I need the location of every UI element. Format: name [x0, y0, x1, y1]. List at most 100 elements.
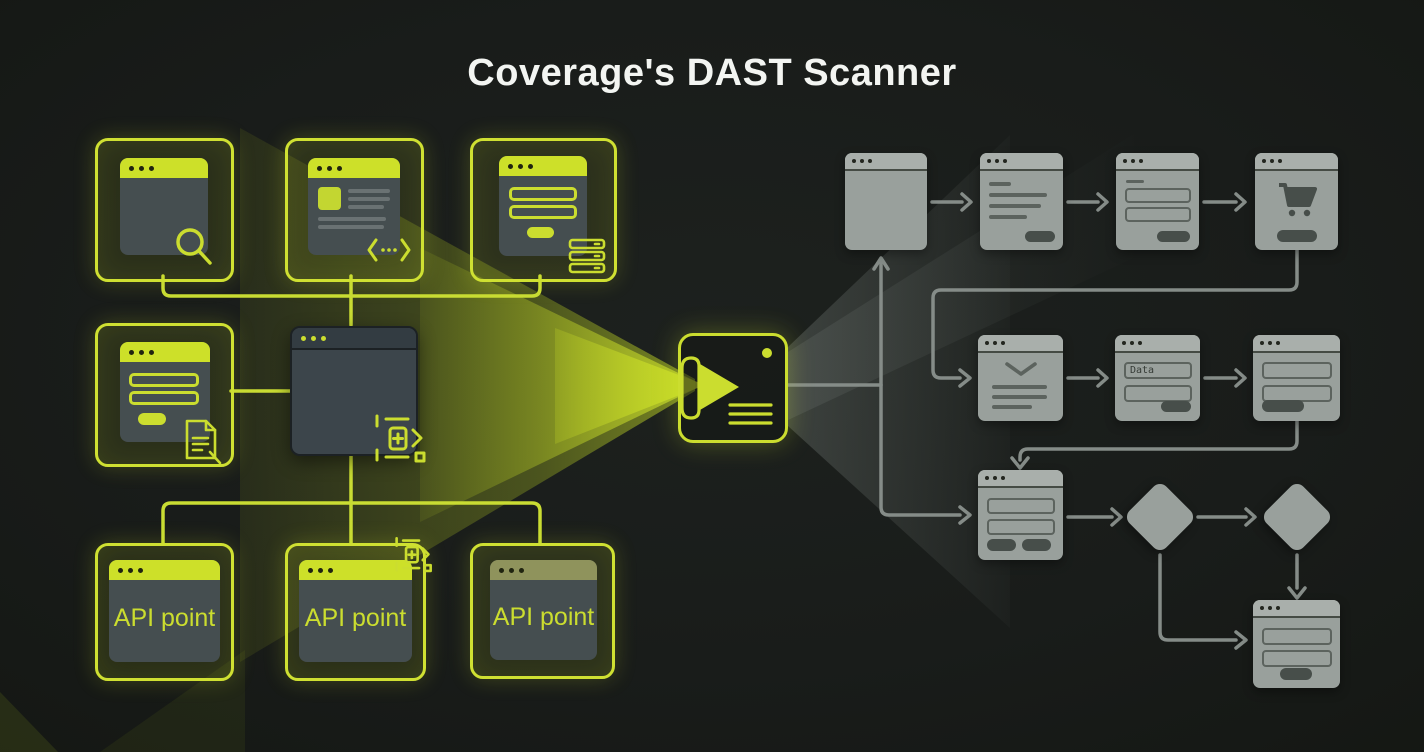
api-endpoint-2: API point — [299, 560, 412, 662]
browser-form-document-card — [95, 323, 234, 467]
dast-scanner-device — [678, 333, 788, 443]
chevron-down-icon — [1005, 362, 1037, 376]
browser-content-window — [308, 158, 411, 262]
page-form-3 — [978, 470, 1063, 560]
window-body — [1253, 618, 1340, 688]
window-body — [1253, 353, 1340, 421]
page-content — [980, 153, 1063, 250]
code-chevrons-icon — [367, 238, 411, 262]
page-form-2 — [1253, 335, 1340, 421]
page-button — [1161, 401, 1191, 412]
page-button — [987, 539, 1016, 551]
code-extract-icon — [395, 537, 432, 573]
api-endpoint-1: API point — [109, 560, 220, 662]
code-extract-icon — [375, 414, 426, 463]
form-input — [987, 519, 1055, 535]
page-cart — [1255, 153, 1338, 250]
scanner-vent-lines — [728, 403, 773, 425]
window-body — [1255, 171, 1338, 250]
window-body: API point — [109, 580, 220, 662]
form-input — [129, 391, 199, 405]
window-body — [845, 171, 927, 250]
browser-search-card — [95, 138, 234, 282]
form-button — [138, 413, 166, 425]
api-endpoint-label: API point — [492, 603, 595, 632]
window-titlebar — [1116, 153, 1199, 171]
window-body: Data — [1115, 353, 1200, 421]
form-input — [987, 498, 1055, 514]
form-input — [1262, 650, 1332, 667]
page-confirm — [978, 335, 1063, 421]
document-scan-icon — [185, 419, 222, 465]
api-endpoint-3: API point — [490, 560, 597, 660]
crawler-window — [290, 326, 426, 463]
form-input — [509, 187, 577, 201]
browser-search-window — [120, 158, 212, 265]
window-body — [120, 362, 222, 465]
window-body: API point — [490, 580, 597, 660]
window-body — [978, 488, 1063, 560]
page-title: Coverage's DAST Scanner — [467, 52, 957, 94]
window-body — [308, 178, 411, 262]
scanner-graphics — [680, 348, 773, 425]
window-titlebar — [1253, 335, 1340, 353]
yellow-scan-beam — [0, 128, 700, 752]
page-button — [1280, 668, 1312, 680]
data-input-field: Data — [1124, 362, 1192, 379]
data-input-value: Data — [1130, 365, 1155, 376]
page-button — [1025, 231, 1055, 242]
window-titlebar — [1255, 153, 1338, 171]
window-body — [980, 171, 1063, 250]
window-titlebar — [490, 560, 597, 580]
window-body — [978, 353, 1063, 421]
window-titlebar — [978, 470, 1063, 488]
window-body — [1116, 171, 1199, 250]
api-endpoint-1-card: API point — [95, 543, 234, 681]
right-connectors — [785, 192, 1307, 650]
scanner-indicator-light — [762, 348, 772, 358]
window-titlebar — [120, 158, 208, 178]
window-titlebar — [1115, 335, 1200, 353]
window-titlebar — [845, 153, 927, 171]
form-input — [1125, 188, 1191, 203]
page-button — [1022, 539, 1051, 551]
shopping-cart-icon — [1279, 183, 1317, 217]
database-icon — [568, 238, 606, 274]
scanner-lens-icon — [680, 356, 739, 420]
page-data-form: Data — [1115, 335, 1200, 421]
page-button — [1277, 230, 1317, 242]
form-input — [1262, 628, 1332, 645]
page-final-form — [1253, 600, 1340, 688]
image-placeholder — [318, 187, 341, 210]
form-input — [1125, 207, 1191, 222]
browser-form-database-window — [499, 156, 606, 274]
window-titlebar — [120, 342, 210, 362]
window-titlebar — [978, 335, 1063, 353]
window-titlebar — [499, 156, 587, 176]
form-input — [509, 205, 577, 219]
page-button — [1262, 400, 1304, 412]
page-blank — [845, 153, 927, 250]
api-endpoint-label: API point — [113, 604, 216, 633]
search-icon — [176, 228, 212, 265]
window-titlebar — [292, 328, 416, 350]
api-endpoint-label: API point — [304, 604, 407, 633]
window-body: API point — [299, 580, 412, 662]
left-connectors — [161, 274, 542, 545]
browser-content-card — [285, 138, 424, 282]
page-button — [1157, 231, 1190, 242]
window-titlebar — [299, 560, 412, 580]
browser-form-document-window — [120, 342, 222, 465]
form-input — [129, 373, 199, 387]
window-titlebar — [1253, 600, 1340, 618]
window-body — [120, 178, 212, 265]
form-button — [527, 227, 554, 238]
window-body — [499, 176, 606, 274]
window-titlebar — [980, 153, 1063, 171]
window-titlebar — [109, 560, 220, 580]
page-login-form — [1116, 153, 1199, 250]
window-titlebar — [308, 158, 400, 178]
form-input — [1262, 362, 1332, 379]
